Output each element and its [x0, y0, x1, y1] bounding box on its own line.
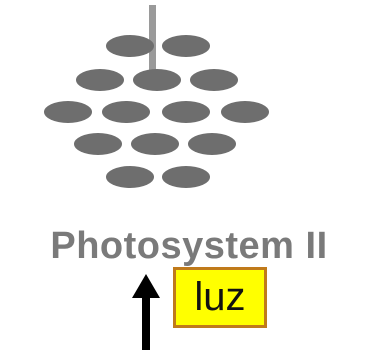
pigment-molecule [188, 133, 236, 155]
pigment-molecule [76, 69, 124, 91]
pigment-molecule [162, 166, 210, 188]
pigment-molecule [162, 35, 210, 57]
photosystem-label: Photosystem II [50, 225, 328, 267]
arrow-head [132, 274, 160, 350]
pigment-molecule [221, 101, 269, 123]
pigment-molecule [190, 69, 238, 91]
light-label-box: luz [173, 267, 267, 328]
pigment-molecule [162, 101, 210, 123]
light-label: luz [194, 275, 246, 319]
pigment-molecule [106, 166, 154, 188]
pigment-molecule [102, 101, 150, 123]
pigment-molecule [44, 101, 92, 123]
pigment-molecule [74, 133, 122, 155]
pigment-molecule [106, 35, 154, 57]
up-arrow-icon [132, 274, 160, 350]
pigment-cluster-icon [44, 5, 269, 188]
pigment-molecule [131, 133, 179, 155]
pigment-molecule [133, 69, 181, 91]
